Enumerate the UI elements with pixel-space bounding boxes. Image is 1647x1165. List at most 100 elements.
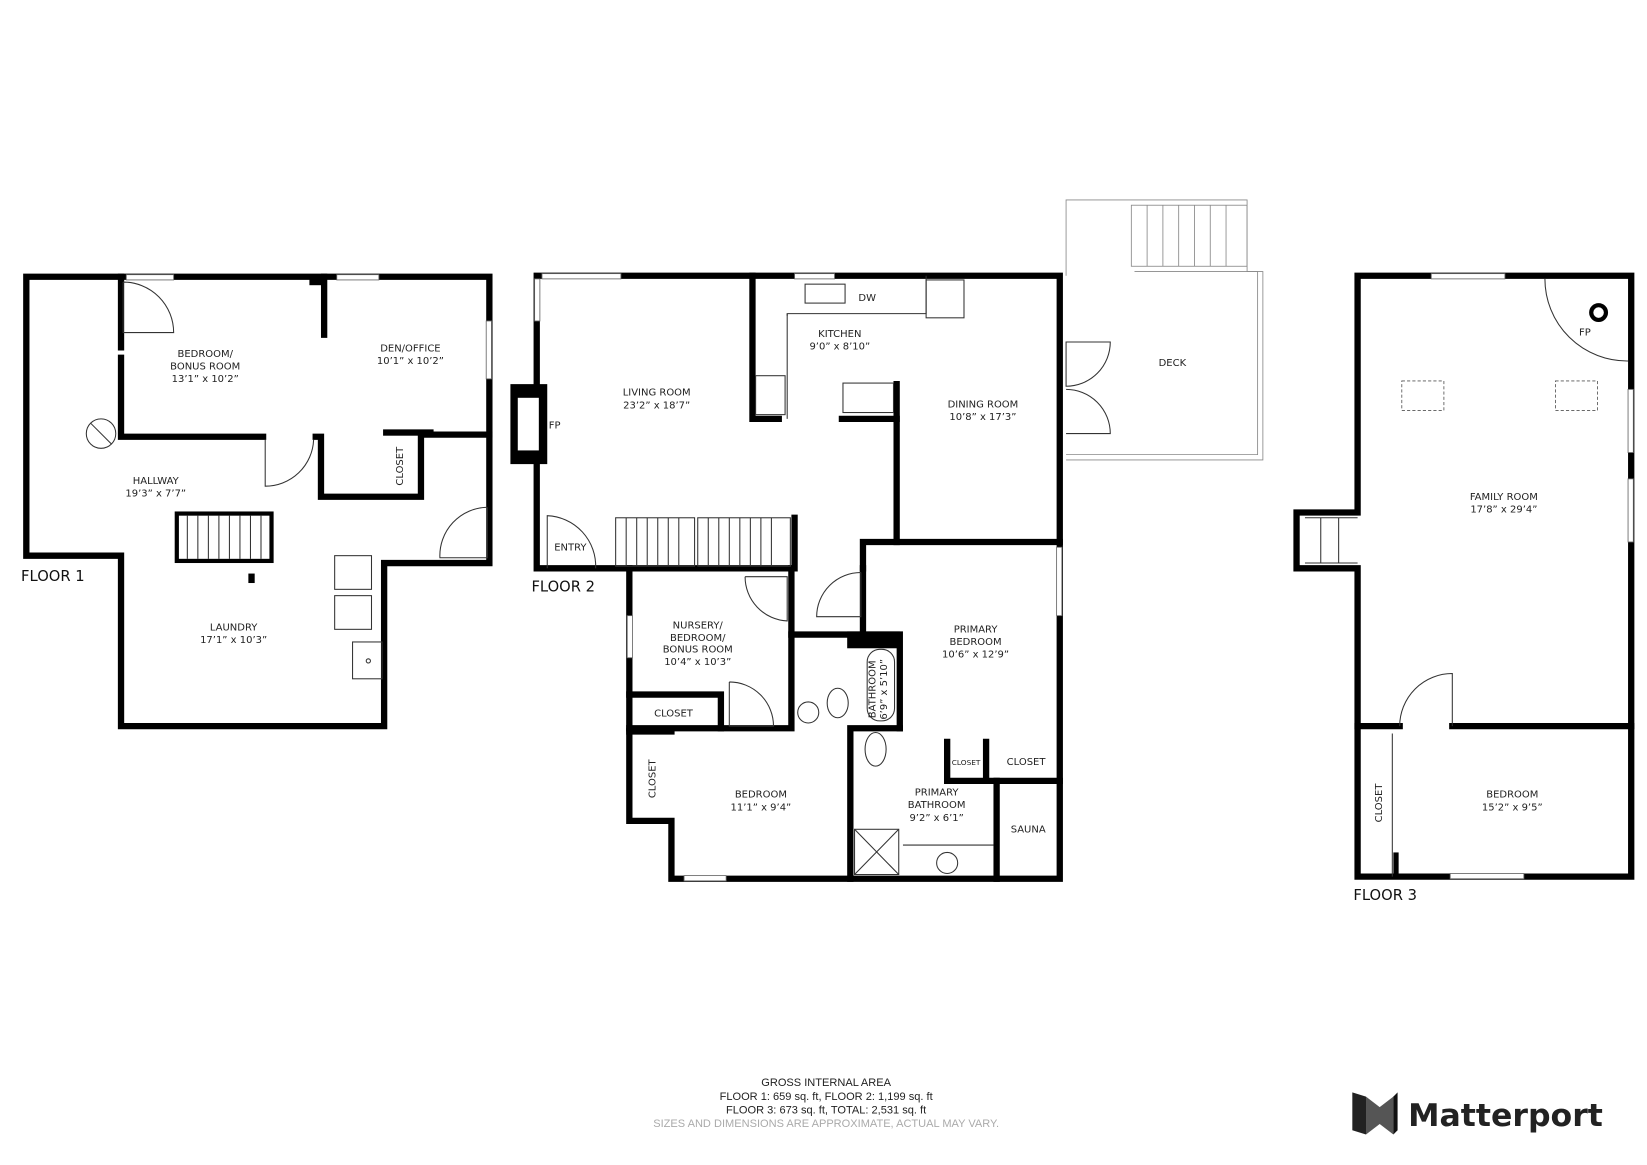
- floor-3-plan: FAMILY ROOM 17’8” x 29’4” FP BEDROOM 15’…: [1293, 272, 1635, 904]
- window: [1430, 273, 1506, 280]
- wall: [626, 514, 798, 572]
- room-label: CLOSET: [952, 758, 981, 767]
- bathtub: [866, 648, 896, 722]
- room-label: DEN/OFFICE: [380, 343, 440, 354]
- floor-1-plan: BEDROOM/ BONUS ROOM 13’1” x 10’2” DEN/OF…: [21, 273, 493, 730]
- toilet-icon: [826, 687, 849, 719]
- area-line-1: FLOOR 1: 659 sq. ft, FLOOR 2: 1,199 sq. …: [720, 1091, 933, 1103]
- room-size: 10’4” x 10’3”: [664, 657, 731, 668]
- room-label: HALLWAY: [133, 476, 180, 487]
- entry-door: [546, 515, 597, 569]
- room-label: CLOSET: [654, 709, 694, 720]
- room-size: 11’1” x 9’4”: [731, 802, 792, 813]
- sink-icon: [797, 701, 820, 724]
- dishwasher-label: DW: [858, 293, 876, 304]
- room-label: BATHROOM: [908, 800, 966, 811]
- room-label: BONUS ROOM: [663, 644, 733, 655]
- room-size: 10’8” x 17’3”: [949, 412, 1016, 423]
- wall: [859, 538, 900, 572]
- room-label: LIVING ROOM: [623, 388, 691, 399]
- wall: [626, 565, 795, 732]
- door: [264, 439, 315, 487]
- door: [744, 576, 788, 622]
- room-size: 13’1” x 10’2”: [172, 374, 239, 385]
- washer: [334, 555, 373, 590]
- room-label: BATHROOM: [868, 660, 879, 718]
- room-label: CLOSET: [1374, 783, 1385, 823]
- room-label: PRIMARY: [915, 788, 960, 799]
- room-size: 19’3” x 7’7”: [125, 489, 186, 500]
- wall: [788, 631, 903, 732]
- window: [1627, 388, 1634, 453]
- room-label: NURSERY/: [673, 620, 724, 631]
- door: [122, 281, 175, 334]
- room-label: ENTRY: [554, 542, 587, 553]
- fireplace-hearth: [1544, 278, 1629, 362]
- window: [1056, 546, 1063, 617]
- window: [534, 278, 541, 322]
- fireplace-label: FP: [1579, 328, 1591, 339]
- room-label: SAUNA: [1011, 824, 1046, 835]
- room-size: 10’6” x 12’9”: [942, 650, 1009, 661]
- room-label: BEDROOM/: [177, 349, 233, 360]
- room-size: 17’1” x 10’3”: [200, 635, 267, 646]
- room-label: BEDROOM: [1486, 790, 1538, 801]
- area-summary: GROSS INTERNAL AREA FLOOR 1: 659 sq. ft,…: [653, 1077, 999, 1130]
- fireplace-label: FP: [549, 420, 561, 431]
- room-label: CLOSET: [648, 758, 659, 798]
- stairs: [1304, 517, 1358, 564]
- wall: [847, 725, 903, 882]
- counter: [842, 382, 895, 414]
- room-size: 10’1” x 10’2”: [377, 356, 444, 367]
- window: [626, 615, 633, 659]
- door: [439, 506, 488, 559]
- wall: [893, 415, 1063, 546]
- wall: [626, 691, 725, 732]
- stairs: [615, 517, 791, 567]
- skylight: [1555, 380, 1598, 411]
- matterport-logo: Matterport: [1352, 1092, 1603, 1135]
- toilet-icon: [864, 731, 887, 767]
- room-label: PRIMARY: [954, 624, 999, 635]
- wall: [117, 354, 267, 440]
- floor-2-plan: LIVING ROOM 23’2” x 18’7” FP ENTRY KITCH…: [510, 199, 1264, 882]
- room-size: 6’9” x 5’10”: [879, 659, 890, 720]
- window: [336, 274, 380, 281]
- dryer: [334, 595, 373, 630]
- window: [683, 875, 727, 882]
- stairs: [174, 511, 274, 564]
- deck: [1065, 199, 1264, 461]
- wall: [943, 738, 1063, 785]
- room-label: BEDROOM: [735, 790, 787, 801]
- sink: [804, 283, 846, 304]
- floor-3-outer-walls: [1293, 272, 1635, 880]
- wall: [383, 429, 434, 436]
- skylight: [1401, 380, 1445, 411]
- room-label: BEDROOM/: [670, 633, 726, 644]
- floor-label: FLOOR 3: [1353, 887, 1417, 904]
- window: [794, 273, 835, 280]
- floor-label: FLOOR 2: [531, 578, 595, 595]
- window: [485, 320, 492, 380]
- sink-icon: [936, 851, 959, 875]
- window: [1627, 478, 1634, 543]
- room-label: CLOSET: [395, 446, 406, 486]
- room-size: 23’2” x 18’7”: [623, 400, 690, 411]
- door: [816, 571, 862, 618]
- wall: [838, 380, 900, 423]
- shower: [854, 828, 900, 876]
- wall: [309, 276, 323, 286]
- area-line-2: FLOOR 3: 673 sq. ft, TOTAL: 2,531 sq. ft: [726, 1104, 926, 1116]
- wall: [749, 272, 782, 423]
- room-label: CLOSET: [1007, 757, 1047, 768]
- room-label: BONUS ROOM: [170, 361, 240, 372]
- floor-label: FLOOR 1: [21, 568, 85, 585]
- deck-door: [1065, 341, 1111, 435]
- room-label: FAMILY ROOM: [1470, 492, 1538, 503]
- room-label: DECK: [1159, 358, 1187, 369]
- sink: [352, 641, 383, 680]
- door: [728, 681, 775, 727]
- room-label: BEDROOM: [950, 637, 1002, 648]
- fireplace-icon: [1589, 303, 1609, 323]
